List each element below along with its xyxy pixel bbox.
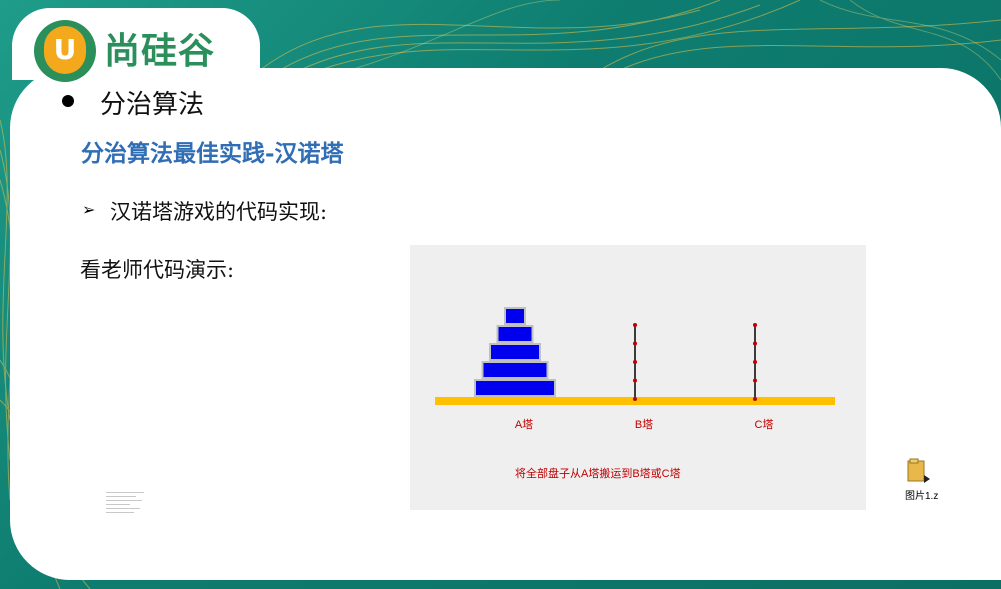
folder-file-icon[interactable]	[906, 457, 930, 485]
peg-marker-dot	[753, 360, 757, 364]
peg-label-a: A塔	[514, 419, 534, 431]
peg-marker-dot	[633, 397, 637, 401]
hanoi-disk	[474, 379, 556, 397]
peg-marker-dot	[753, 397, 757, 401]
hanoi-canvas	[435, 307, 835, 405]
peg-marker-dot	[633, 323, 637, 327]
bullet-dot-icon	[62, 95, 74, 107]
peg-marker-dot	[633, 378, 637, 383]
logo: U 尚硅谷	[12, 8, 260, 82]
peg-marker-dot	[753, 323, 757, 327]
logo-badge-letter: U	[44, 26, 86, 74]
slide-title: 分治算法	[100, 90, 205, 120]
hanoi-disk	[481, 361, 549, 379]
peg-marker-dot	[633, 341, 637, 346]
peg-label-b: B塔	[634, 419, 654, 431]
peg-label-c: C塔	[754, 419, 774, 431]
peg-marker-dot	[633, 360, 637, 364]
embedded-note-thumbnail	[106, 492, 146, 518]
hanoi-disk	[489, 343, 541, 361]
hanoi-demo-panel[interactable]: A塔 B塔 C塔 将全部盘子从A塔搬运到B塔或C塔	[410, 245, 866, 510]
peg-marker-dot	[753, 341, 757, 346]
peg-marker-dot	[753, 378, 757, 383]
attachment-label[interactable]: 图片1.z	[905, 491, 939, 502]
arrow-bullet-icon: ➢	[82, 200, 96, 219]
logo-brand-text: 尚硅谷	[104, 31, 216, 72]
demo-note-text: 看老师代码演示:	[80, 258, 235, 282]
hanoi-disk	[496, 325, 534, 343]
list-item-text: 汉诺塔游戏的代码实现:	[110, 200, 328, 224]
hanoi-disk	[504, 307, 526, 325]
slide-subtitle: 分治算法最佳实践-汉诺塔	[81, 140, 344, 167]
hanoi-status-text: 将全部盘子从A塔搬运到B塔或C塔	[515, 468, 681, 480]
